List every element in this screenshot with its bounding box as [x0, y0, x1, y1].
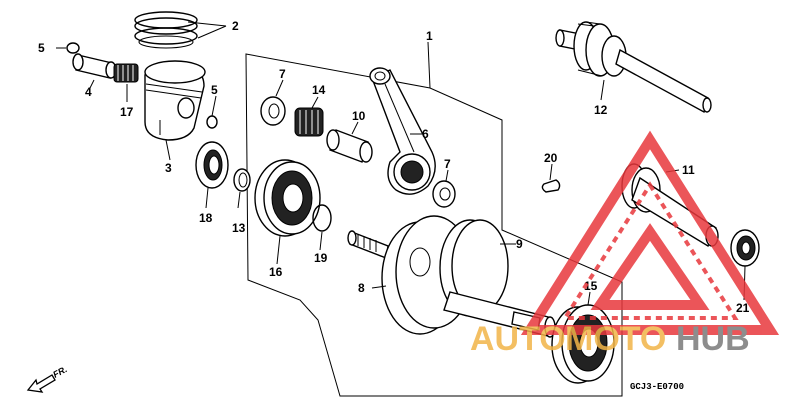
primary-gear-shaft: [555, 21, 712, 114]
callout-16: 16: [269, 265, 283, 279]
callout-1: 1: [426, 29, 433, 43]
circlip-right: [206, 115, 218, 129]
crankshaft: [347, 215, 556, 338]
callout-17: 17: [120, 105, 134, 119]
callout-11: 11: [682, 163, 695, 177]
callout-21: 21: [736, 301, 750, 315]
watermark-moto: MOTO: [565, 320, 666, 358]
woodruff-key: [541, 179, 561, 193]
front-direction-arrow: FR.: [26, 364, 69, 393]
callout-19: 19: [314, 251, 328, 265]
callout-6: 6: [422, 127, 429, 141]
callout-20: 20: [544, 151, 558, 165]
main-bearing-left: [254, 159, 321, 237]
callout-14: 14: [312, 83, 326, 97]
callout-15: 15: [584, 279, 598, 293]
callout-3: 3: [165, 161, 172, 175]
callout-7-upper: 7: [279, 67, 286, 81]
watermark: AUTO MOTO HUB: [470, 130, 780, 358]
callout-2: 2: [232, 19, 239, 33]
thrust-washer-upper: [260, 96, 286, 126]
callout-7-lower: 7: [444, 157, 451, 171]
callout-10: 10: [352, 109, 366, 123]
circlip-left: [66, 42, 80, 54]
watermark-hub: HUB: [676, 320, 750, 358]
callout-12: 12: [594, 103, 608, 117]
piston: [144, 60, 206, 141]
callout-4: 4: [85, 85, 92, 99]
connecting-rod: [369, 67, 436, 195]
small-end-bearing: [113, 63, 139, 83]
assembly-boundary: [245, 53, 623, 397]
watermark-triangle-logo: [520, 130, 780, 335]
spacer-collar: [233, 168, 251, 192]
diagram-code: GCJ3-E0700: [630, 382, 684, 392]
crank-pin: [326, 129, 373, 163]
callout-5-left: 5: [38, 41, 45, 55]
callout-13: 13: [232, 221, 246, 235]
callout-9: 9: [516, 237, 523, 251]
callout-labels: 1 2 3 4 5 5 6 7 7 8 9 10 11 12 13 14 15 …: [38, 19, 750, 315]
o-ring: [312, 204, 332, 232]
watermark-auto: AUTO: [470, 320, 566, 358]
thrust-washer-lower: [432, 180, 456, 208]
oil-seal: [195, 141, 229, 189]
front-label: FR.: [51, 364, 68, 380]
balancer-bearing: [730, 229, 760, 267]
callout-18: 18: [199, 211, 213, 225]
callout-5-right: 5: [211, 83, 218, 97]
needle-bearing: [294, 107, 324, 137]
piston-pin: [72, 53, 117, 79]
callout-8: 8: [358, 281, 365, 295]
piston-rings: [134, 11, 198, 49]
